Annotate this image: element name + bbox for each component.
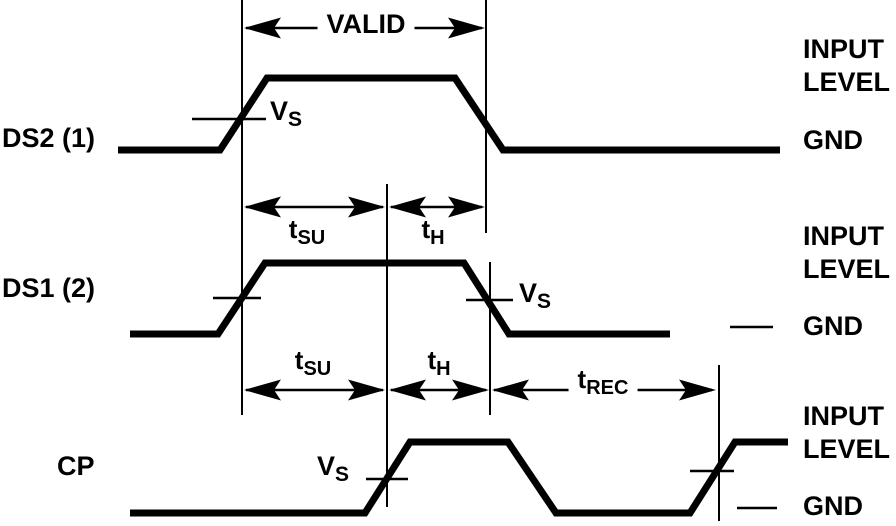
tsu2-arrowhead-left — [244, 379, 281, 401]
vs-base: V — [519, 278, 538, 308]
vs-ticks — [192, 117, 734, 481]
th2-arrowhead-right — [452, 379, 489, 401]
tsu1-arrowhead-right — [348, 196, 385, 218]
vs-subscript: S — [288, 108, 303, 131]
th-base: t — [427, 345, 437, 375]
trec-arrowhead-right — [679, 379, 716, 401]
th-base: t — [421, 214, 431, 244]
tsu2-arrowhead-right — [348, 379, 385, 401]
tsu-base: t — [294, 345, 304, 375]
arrow-heads — [244, 17, 716, 401]
gnd-label-cp: GND — [803, 491, 863, 521]
th2-arrowhead-left — [389, 379, 426, 401]
input-level-label-ds2: INPUT LEVEL — [803, 33, 890, 99]
tsu-label-1: tSU — [288, 214, 325, 248]
vs-subscript: S — [537, 290, 552, 313]
gnd-label-ds1: GND — [803, 311, 863, 341]
input-level-line1: INPUT — [803, 221, 884, 251]
input-level-line1: INPUT — [803, 401, 884, 431]
tsu-subscript: SU — [303, 358, 332, 380]
cp-signal-label: CP — [57, 451, 95, 481]
th-label-2: tH — [427, 345, 450, 379]
ds2-waveform — [118, 74, 780, 154]
valid-label: VALID — [317, 11, 415, 38]
trec-base: t — [577, 364, 587, 394]
waveforms — [118, 74, 788, 517]
input-level-label-cp: INPUT LEVEL — [803, 400, 890, 466]
vs-base: V — [317, 451, 336, 481]
ds1-signal-label: DS1 (2) — [2, 273, 96, 303]
valid-arrowhead-right — [448, 17, 485, 39]
tsu-base: t — [288, 214, 298, 244]
th1-arrowhead-right — [448, 196, 485, 218]
vs-label-cp: VS — [317, 451, 349, 486]
input-level-line2: LEVEL — [803, 434, 891, 464]
trec-arrowhead-left — [492, 379, 529, 401]
cp-waveform — [130, 438, 788, 517]
tsu-label-2: tSU — [294, 345, 331, 379]
trec-label: tREC — [568, 364, 638, 398]
vs-subscript: S — [335, 463, 350, 486]
tsu1-arrowhead-left — [244, 196, 281, 218]
vs-label-ds1: VS — [519, 278, 551, 313]
th-label-1: tH — [421, 214, 444, 248]
valid-arrowhead-left — [244, 17, 281, 39]
gnd-dashes — [730, 325, 777, 510]
ds2-signal-label: DS2 (1) — [2, 123, 96, 153]
ds1-waveform — [130, 259, 670, 338]
tsu-subscript: SU — [297, 227, 326, 249]
input-level-label-ds1: INPUT LEVEL — [803, 220, 890, 286]
input-level-line1: INPUT — [803, 34, 884, 64]
input-level-line2: LEVEL — [803, 67, 891, 97]
th-subscript: H — [430, 227, 445, 249]
measurement-lines — [241, 0, 720, 521]
vs-label-ds2: VS — [270, 96, 302, 131]
th1-arrowhead-left — [389, 196, 426, 218]
input-level-line2: LEVEL — [803, 254, 891, 284]
th-subscript: H — [436, 358, 451, 380]
gnd-label-ds2: GND — [803, 125, 863, 155]
vs-base: V — [270, 96, 289, 126]
trec-subscript: REC — [586, 377, 629, 399]
